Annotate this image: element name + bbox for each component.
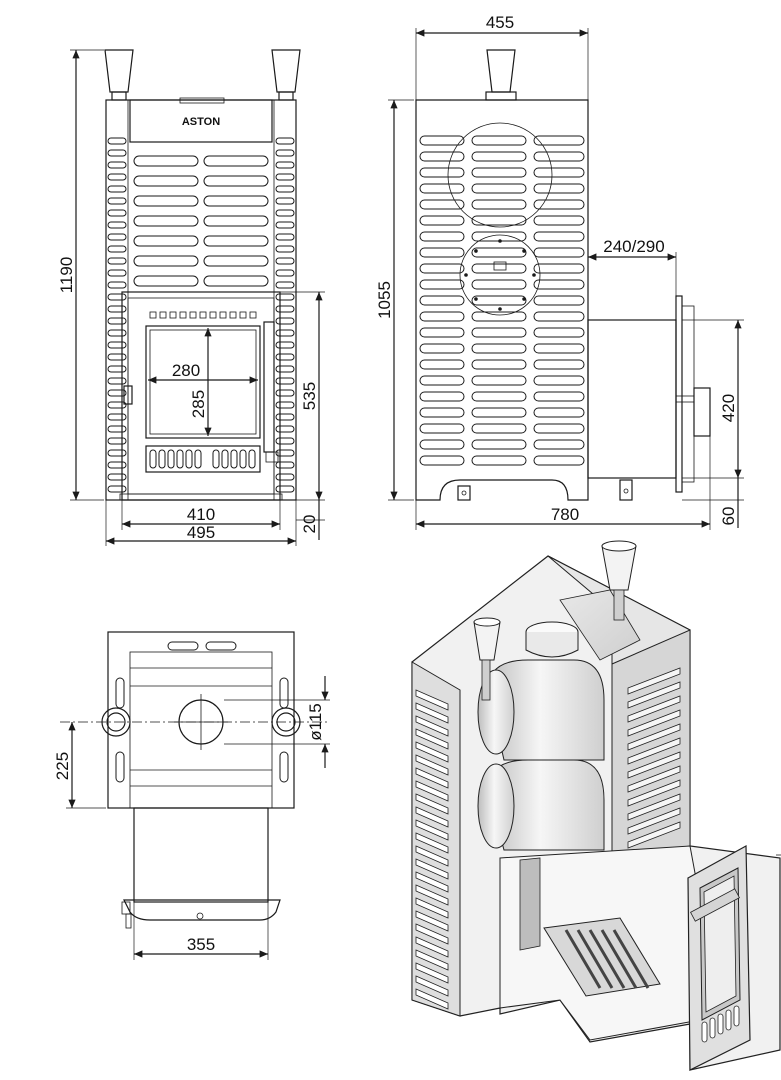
cutaway-view [411,540,781,1071]
top-water-tank [133,807,269,903]
dim-225: 225 [53,752,72,780]
dim-1190: 1190 [57,257,76,294]
dim-780: 780 [551,505,579,524]
top-view: ø115 225 355 [53,631,330,960]
cutaway-grate [543,917,661,997]
water-tank [587,319,677,479]
dim-410: 410 [187,505,215,524]
dim-240-290: 240/290 [603,237,664,256]
dim-d115: ø115 [306,703,325,741]
side-chimney-pipe [486,49,516,93]
dim-420: 420 [719,394,738,422]
brand-logo: ASTON [182,116,220,128]
dim-285: 285 [189,390,208,418]
side-body [415,99,589,501]
dim-455: 455 [486,13,514,32]
right-chimney-pipe [271,49,301,93]
front-side-louvers [107,137,295,493]
side-panel-slots [419,135,585,466]
dim-1055: 1055 [375,281,394,319]
dim-495: 495 [187,523,215,542]
ash-grate [145,445,261,473]
cutaway-chimney-right [601,545,637,591]
dim-280: 280 [172,361,200,380]
dim-20: 20 [300,515,319,534]
front-panel-slots [133,155,269,287]
dim-60: 60 [719,507,738,526]
left-chimney-pipe [104,49,134,93]
door-glass [145,325,261,439]
front-view: ASTON 1190 280 285 535 [57,49,325,546]
dim-535: 535 [300,382,319,410]
side-view: 455 1055 240/290 420 60 780 [375,13,744,530]
dim-355: 355 [187,935,215,954]
